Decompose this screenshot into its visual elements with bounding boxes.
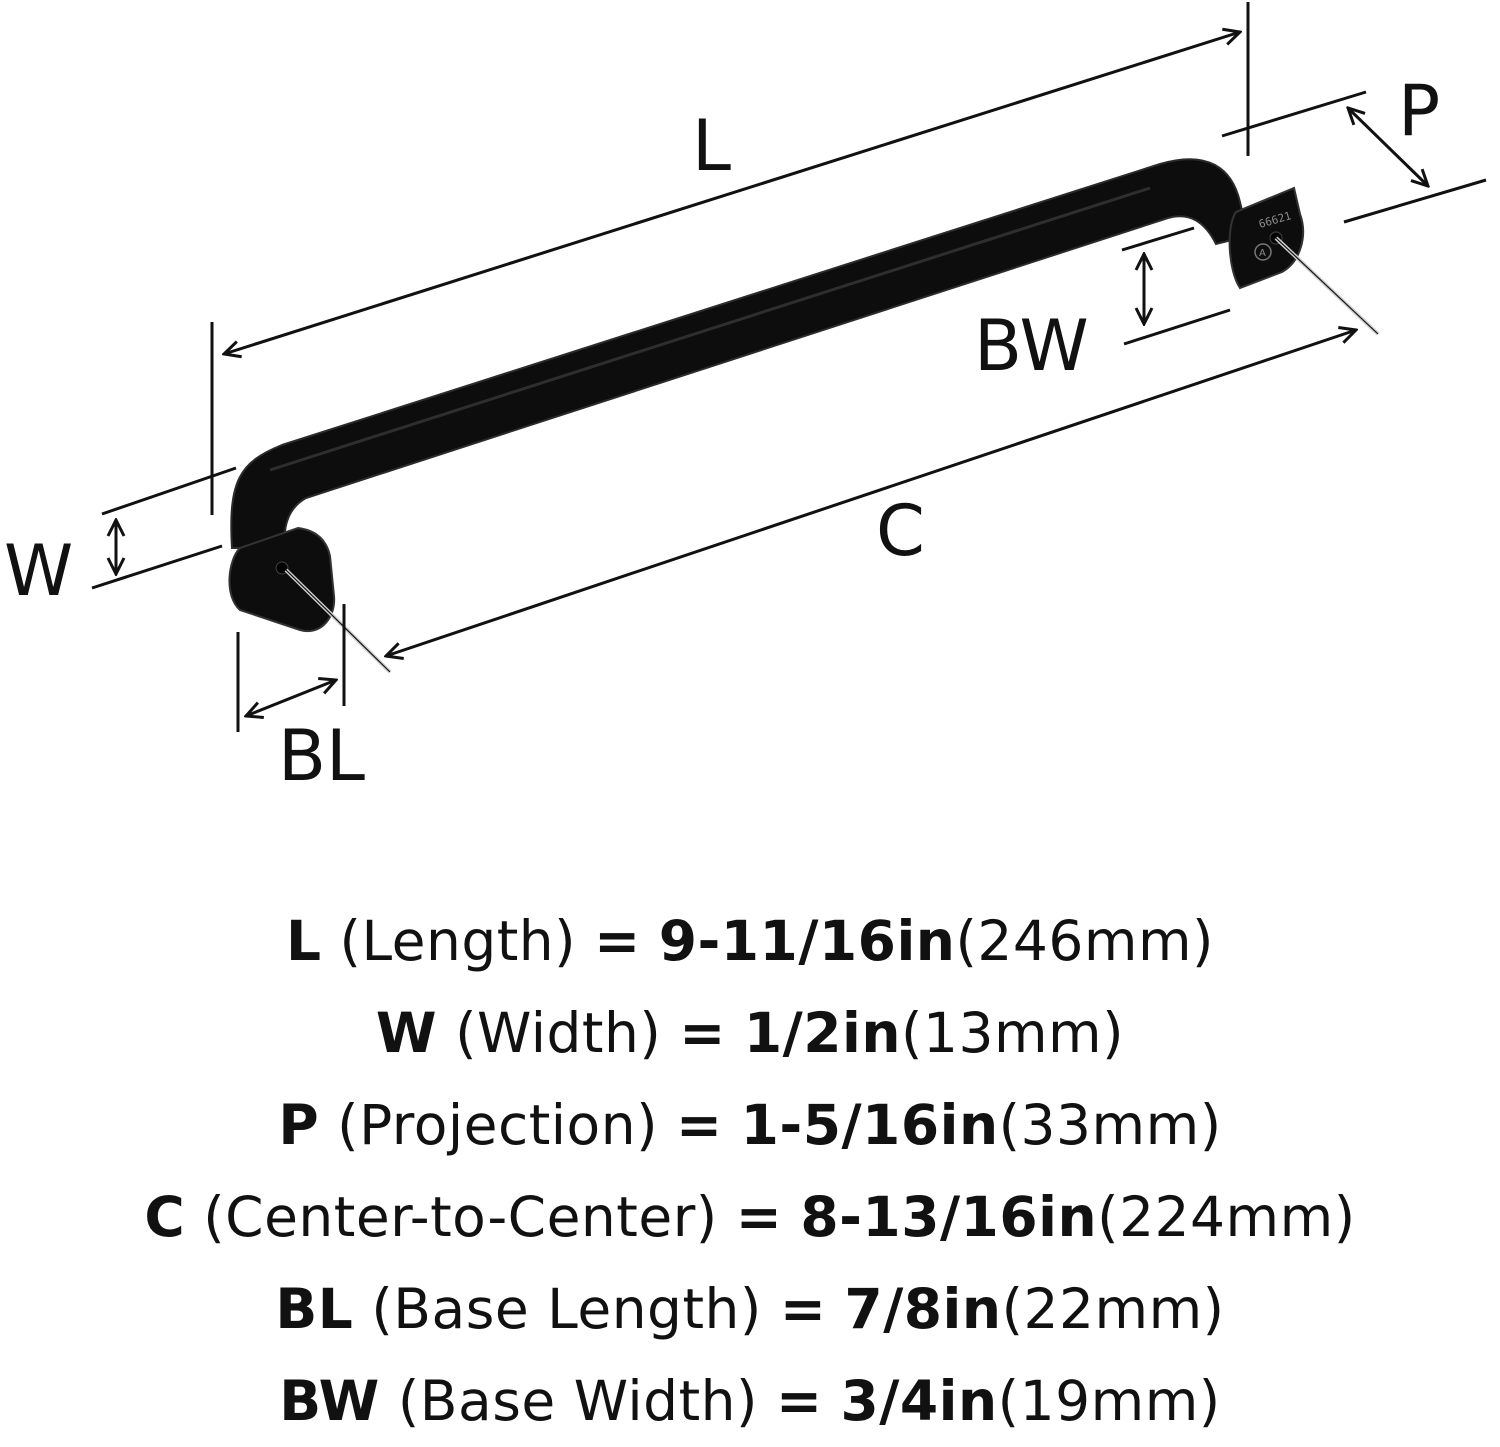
spec-name: (Width) bbox=[455, 1001, 662, 1065]
screw-axis-left-outline bbox=[285, 569, 391, 673]
specification-list: L (Length) = 9-11/16in(246mm) W (Width) … bbox=[0, 895, 1500, 1447]
spec-code: L bbox=[285, 909, 322, 973]
spec-name: (Length) bbox=[339, 909, 577, 973]
spec-name: (Projection) bbox=[337, 1093, 659, 1157]
projection-extension-top bbox=[1221, 90, 1367, 138]
base-width-extension-bottom bbox=[1123, 308, 1231, 346]
base-width-label: BW bbox=[974, 305, 1089, 387]
width-label: W bbox=[4, 530, 73, 612]
projection-dimension: P bbox=[1221, 70, 1487, 224]
spec-equals: = bbox=[775, 1369, 823, 1433]
spec-imperial-value: 3/4in bbox=[840, 1369, 998, 1433]
spec-equals: = bbox=[779, 1277, 827, 1341]
projection-arrow bbox=[1348, 108, 1428, 186]
spec-equals: = bbox=[594, 909, 641, 973]
spec-row-length: L (Length) = 9-11/16in(246mm) bbox=[0, 895, 1500, 987]
spec-imperial-value: 7/8in bbox=[844, 1277, 1002, 1341]
spec-row-projection: P (Projection) = 1-5/16in(33mm) bbox=[0, 1079, 1500, 1171]
width-dimension: W bbox=[4, 466, 237, 612]
spec-imperial-value: 9-11/16in bbox=[658, 909, 956, 973]
spec-code: BL bbox=[275, 1277, 354, 1341]
center-label: C bbox=[876, 490, 925, 572]
center-arrow bbox=[386, 330, 1356, 656]
spec-row-center-to-center: C (Center-to-Center) = 8-13/16in(224mm) bbox=[0, 1171, 1500, 1263]
base-length-label: BL bbox=[278, 715, 365, 797]
width-extension-top bbox=[101, 466, 237, 516]
screw-axis-right-outline bbox=[1275, 237, 1379, 335]
projection-extension-bottom bbox=[1343, 178, 1487, 224]
spec-row-base-width: BW (Base Width) = 3/4in(19mm) bbox=[0, 1355, 1500, 1447]
base-badge-letter: A bbox=[1259, 248, 1266, 259]
spec-name: (Center-to-Center) bbox=[203, 1185, 718, 1249]
length-arrow bbox=[224, 32, 1240, 354]
base-badge-ring bbox=[1254, 243, 1272, 261]
handle-bar bbox=[230, 158, 1250, 549]
spec-code: W bbox=[375, 1001, 438, 1065]
screw-hole-left bbox=[275, 561, 289, 575]
spec-code: P bbox=[278, 1093, 320, 1157]
cabinet-pull-handle: 66621 A bbox=[228, 158, 1380, 674]
base-length-dimension: BL bbox=[236, 604, 365, 797]
spec-name: (Base Length) bbox=[371, 1277, 762, 1341]
width-extension-bottom bbox=[91, 544, 223, 590]
length-label: L bbox=[692, 105, 731, 187]
spec-imperial-value: 1-5/16in bbox=[740, 1093, 999, 1157]
center-dimension: C bbox=[386, 330, 1356, 656]
spec-code: C bbox=[144, 1185, 186, 1249]
spec-metric-value: (33mm) bbox=[998, 1093, 1222, 1157]
spec-imperial-value: 1/2in bbox=[743, 1001, 901, 1065]
spec-equals: = bbox=[735, 1185, 783, 1249]
base-length-arrow bbox=[246, 680, 336, 716]
base-width-extension-top bbox=[1121, 226, 1195, 252]
spec-name: (Base Width) bbox=[397, 1369, 758, 1433]
spec-metric-value: (19mm) bbox=[997, 1369, 1221, 1433]
length-dimension: L bbox=[210, 2, 1250, 515]
spec-equals: = bbox=[676, 1093, 723, 1157]
handle-base-left bbox=[228, 526, 336, 633]
spec-code: BW bbox=[279, 1369, 380, 1433]
spec-imperial-value: 8-13/16in bbox=[800, 1185, 1098, 1249]
spec-row-base-length: BL (Base Length) = 7/8in(22mm) bbox=[0, 1263, 1500, 1355]
spec-equals: = bbox=[679, 1001, 726, 1065]
spec-row-width: W (Width) = 1/2in(13mm) bbox=[0, 987, 1500, 1079]
spec-metric-value: (13mm) bbox=[901, 1001, 1125, 1065]
spec-metric-value: (224mm) bbox=[1097, 1185, 1356, 1249]
handle-dimension-diagram: 66621 A L P BW W C bbox=[4, 2, 1487, 797]
spec-metric-value: (22mm) bbox=[1001, 1277, 1225, 1341]
projection-label: P bbox=[1398, 70, 1440, 152]
spec-metric-value: (246mm) bbox=[955, 909, 1215, 973]
